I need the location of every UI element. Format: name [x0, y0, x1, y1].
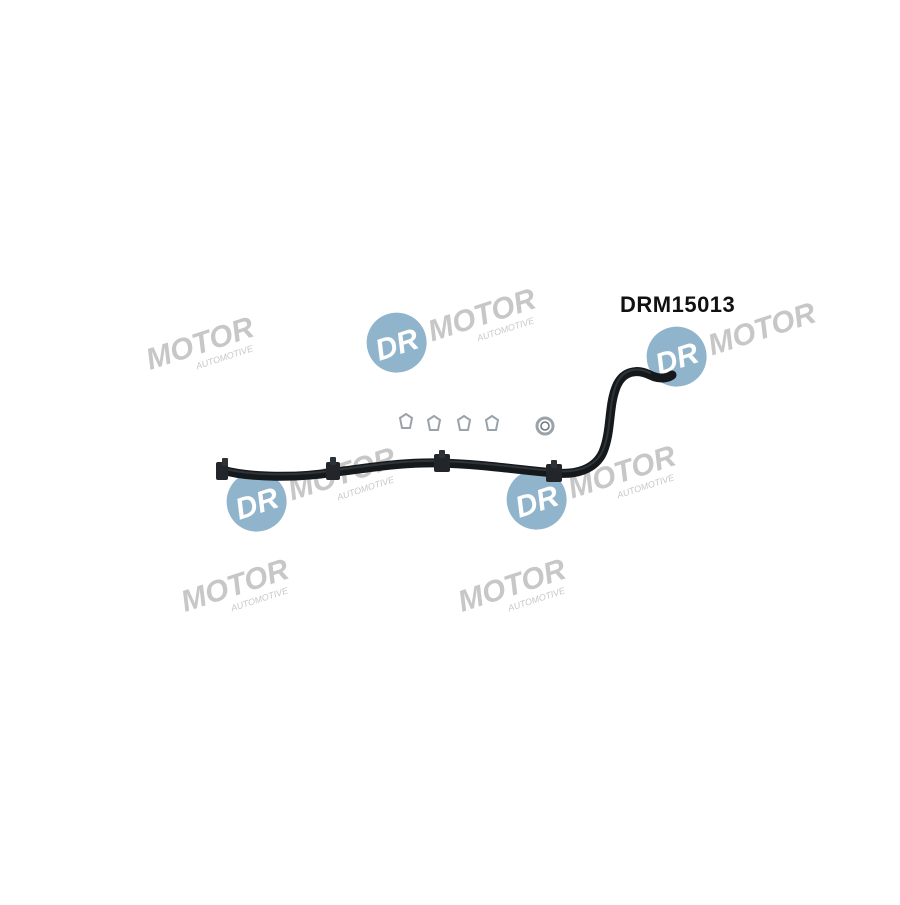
part-number: DRM15013 — [620, 292, 736, 317]
hose-clip-icon — [398, 412, 500, 431]
hose-line-icon — [216, 367, 677, 482]
ring-clamp-icon — [535, 416, 555, 436]
brand-watermark-icon: MOTOR AUTOMOTIVE MOTOR AUTOMOTIVE MOTOR … — [142, 282, 820, 612]
